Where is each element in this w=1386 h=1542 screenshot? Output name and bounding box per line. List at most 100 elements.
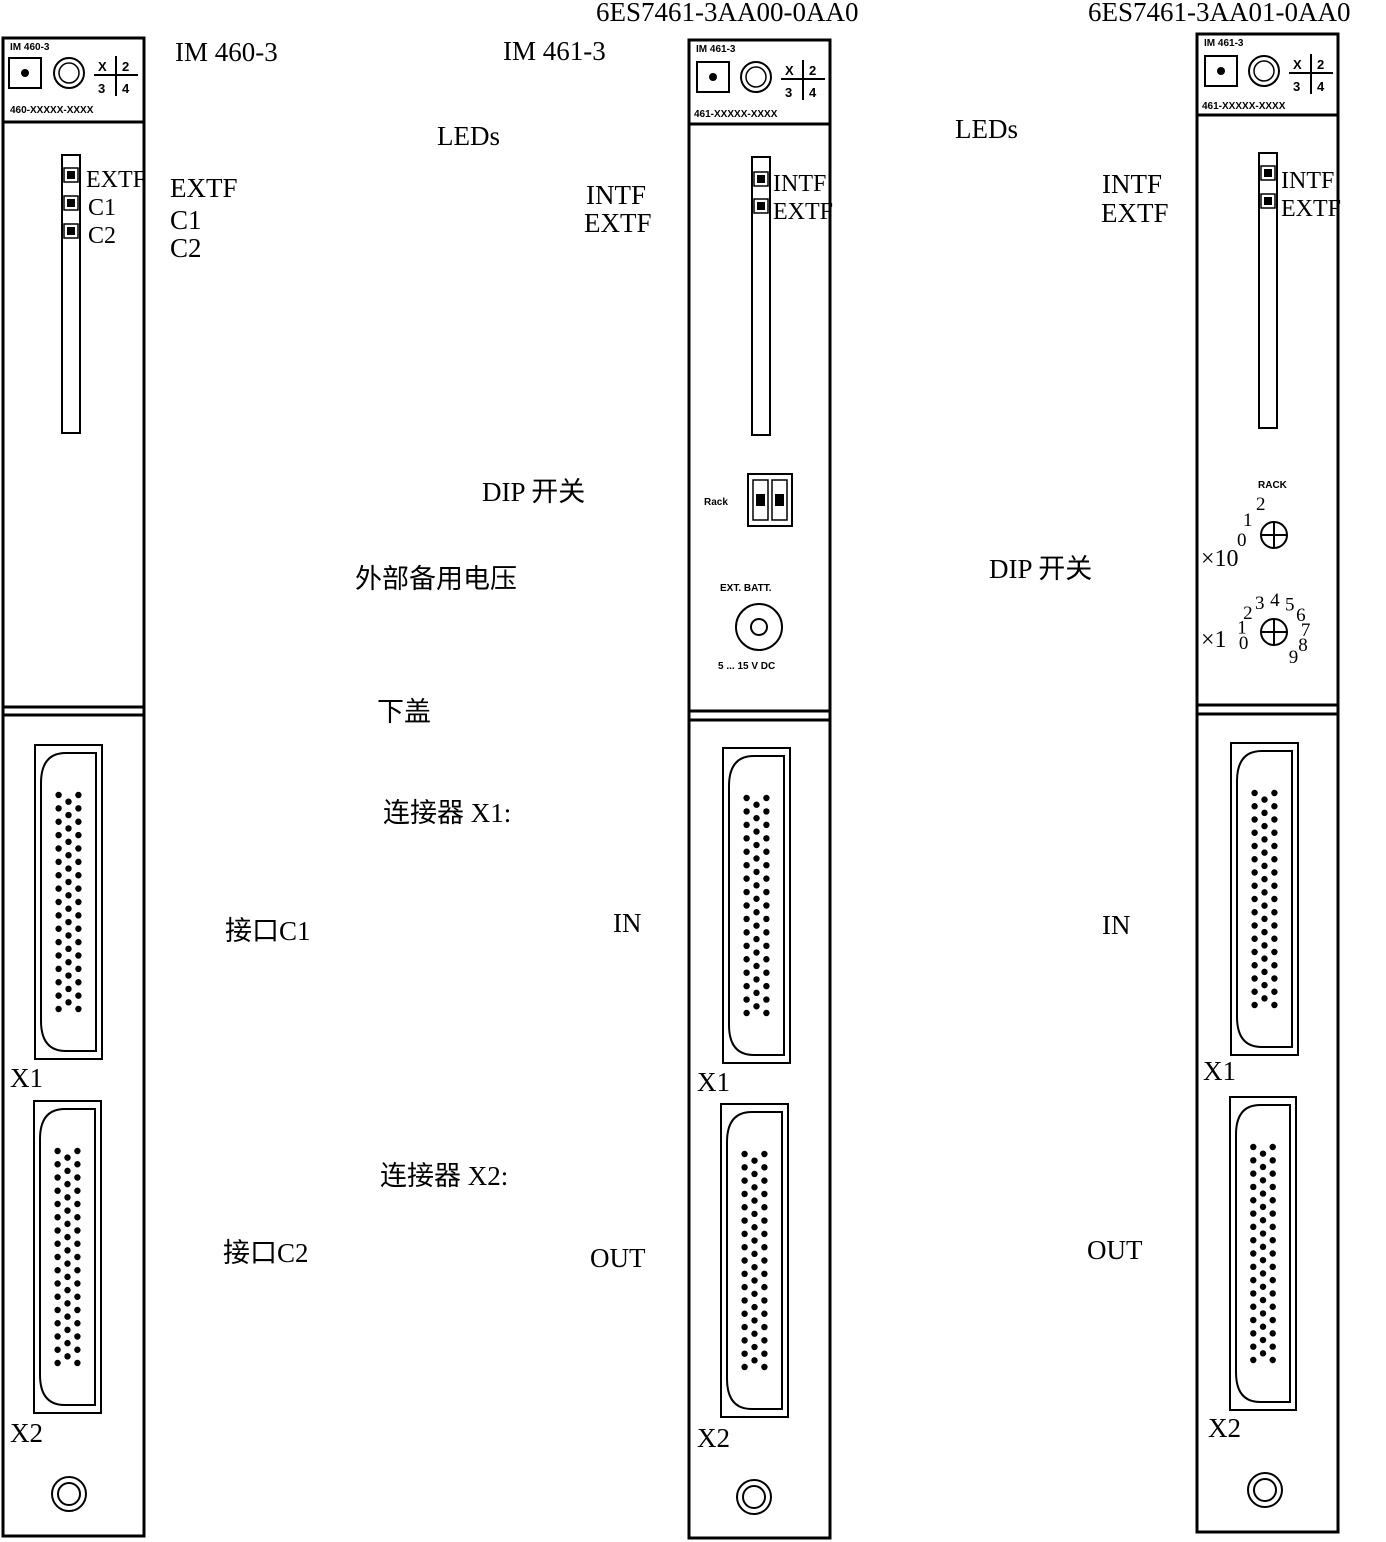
connector-pin xyxy=(753,949,760,956)
connector-pin xyxy=(1259,1336,1267,1344)
connector-pin xyxy=(65,851,72,859)
connector-pin xyxy=(64,1233,71,1241)
connector-pin xyxy=(741,1243,748,1251)
batt-label: EXT. BATT. xyxy=(720,583,772,594)
connector-pin xyxy=(54,1227,61,1234)
connector-pin xyxy=(75,952,82,959)
led-label-c1: C1 xyxy=(88,195,116,221)
rotary-switch-x1[interactable] xyxy=(1260,618,1288,646)
connector-pin xyxy=(751,1357,758,1364)
connector-pin xyxy=(1259,1296,1267,1304)
header-name: IM 460-3 xyxy=(10,42,50,53)
connector-pin xyxy=(1269,1330,1276,1337)
connector-pin xyxy=(74,1200,81,1208)
connector-pin xyxy=(753,828,760,835)
connector-pin xyxy=(64,1167,71,1175)
connector-pin xyxy=(64,1194,71,1201)
rack-dip-switch[interactable] xyxy=(747,473,793,527)
connector-pin xyxy=(75,925,82,932)
connector-pin xyxy=(1251,869,1258,876)
connector-pin xyxy=(743,982,750,990)
connector-pin xyxy=(1271,816,1278,823)
connector-pin xyxy=(1250,1157,1257,1164)
led-label-intf: INTF xyxy=(1281,168,1334,194)
connector-pin xyxy=(763,915,770,923)
connector-pin xyxy=(743,875,750,882)
connector-x1-label: X1 xyxy=(1203,1056,1236,1086)
rotary-switch-x10[interactable] xyxy=(1260,521,1288,549)
connector-pin xyxy=(74,1161,81,1168)
led-label-extf: EXTF xyxy=(773,199,833,225)
connector-pin xyxy=(1269,1276,1276,1284)
connector-pin xyxy=(753,1003,760,1010)
connector-pin xyxy=(64,1286,71,1294)
connector-pin xyxy=(75,791,82,799)
connector-pin xyxy=(741,1150,748,1158)
connector-pin xyxy=(741,1283,748,1291)
connector-pin xyxy=(54,1214,61,1221)
connector-pin xyxy=(1251,856,1258,863)
connector-pin xyxy=(64,1339,71,1347)
connector-pin xyxy=(75,805,82,812)
label-extf-2: EXTF xyxy=(1101,198,1169,228)
connector-pin xyxy=(1251,975,1258,982)
connector-pin xyxy=(1250,1303,1257,1310)
connector-pin xyxy=(1251,1001,1258,1009)
connector-pin xyxy=(1269,1316,1276,1324)
connector-shell xyxy=(1235,1104,1291,1403)
svg-text:X: X xyxy=(98,59,107,74)
connector-pin xyxy=(1251,789,1258,797)
connector-pin xyxy=(1271,922,1278,929)
connector-pin xyxy=(65,838,72,846)
connector-pin xyxy=(64,1154,71,1161)
order-number-alt: 6ES7461-3AA01-0AA0 xyxy=(1088,0,1351,27)
order-number-std: 6ES7461-3AA00-0AA0 xyxy=(596,0,859,27)
connector-pin xyxy=(1259,1256,1267,1264)
connector-pin xyxy=(1271,1001,1278,1009)
connector-pin xyxy=(1259,1243,1267,1251)
connector-pin xyxy=(1269,1183,1276,1191)
connector-pin xyxy=(741,1297,748,1304)
dial1-label-4: 4 xyxy=(1270,590,1280,611)
connector-pin xyxy=(1251,988,1258,995)
connector-pin xyxy=(65,958,72,966)
dial10-label-1: 1 xyxy=(1243,510,1253,531)
connector-pin xyxy=(55,845,62,852)
connector-pin xyxy=(75,831,82,839)
battery-socket-icon[interactable] xyxy=(735,603,783,651)
connector-pin xyxy=(741,1323,748,1331)
connector-pin xyxy=(743,942,750,950)
connector-pin xyxy=(1251,816,1258,823)
connector-pin xyxy=(64,1207,71,1214)
connector-pin xyxy=(55,952,62,959)
connector-pin xyxy=(761,1257,768,1264)
label-connector-x2: 连接器 X2: xyxy=(380,1161,508,1191)
connector-pin xyxy=(753,841,760,849)
connector-pin xyxy=(1259,1163,1267,1171)
connector-pin xyxy=(761,1337,768,1344)
connector-pin xyxy=(1271,869,1278,876)
led-label-extf: EXTF xyxy=(1281,196,1341,222)
svg-text:X: X xyxy=(785,63,794,78)
connector-pin xyxy=(741,1204,748,1211)
connector-pin xyxy=(64,1313,71,1320)
connector-pin xyxy=(751,1343,758,1351)
connector-pin xyxy=(74,1346,81,1353)
connector-pin xyxy=(743,969,750,976)
connector-pin xyxy=(1271,935,1278,942)
rack-label: RACK xyxy=(1258,480,1288,491)
connector-pin xyxy=(761,1323,768,1331)
connector-pin xyxy=(1250,1290,1257,1297)
svg-text:4: 4 xyxy=(122,81,130,96)
connector-pin xyxy=(761,1164,768,1171)
connector-pin xyxy=(741,1257,748,1264)
connector-pin xyxy=(1251,882,1258,889)
connector-shell xyxy=(1236,750,1293,1048)
dial1-label-7: 7 xyxy=(1301,620,1311,641)
connector-pin xyxy=(753,922,760,929)
connector-pin xyxy=(54,1280,61,1287)
connector-pin xyxy=(1269,1303,1276,1310)
connector-pin xyxy=(75,965,82,973)
connector-pin xyxy=(55,979,62,986)
connector-pin xyxy=(1271,909,1278,916)
